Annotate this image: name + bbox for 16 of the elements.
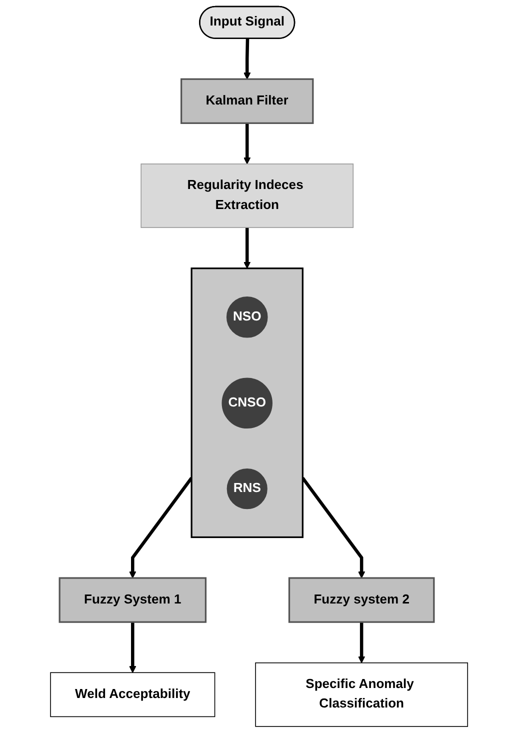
arrow: [129, 476, 194, 578]
node-box: Kalman Filter: [180, 78, 314, 124]
arrow: [358, 622, 366, 664]
node-box: Fuzzy system 2: [288, 577, 436, 623]
node-circle: NSO: [226, 296, 268, 338]
arrow: [244, 38, 252, 80]
cluster: [191, 268, 304, 538]
node-box: Specific Anomaly Classification: [256, 662, 468, 727]
node-circle: CNSO: [222, 378, 273, 429]
node-box: Weld Acceptability: [50, 672, 216, 718]
node-box: Fuzzy System 1: [59, 577, 207, 623]
arrow: [244, 123, 252, 164]
arrow: [244, 228, 252, 269]
node-box: Regularity Indeces Extraction: [141, 164, 354, 228]
arrow: [129, 622, 137, 673]
node-circle: RNS: [227, 468, 268, 510]
